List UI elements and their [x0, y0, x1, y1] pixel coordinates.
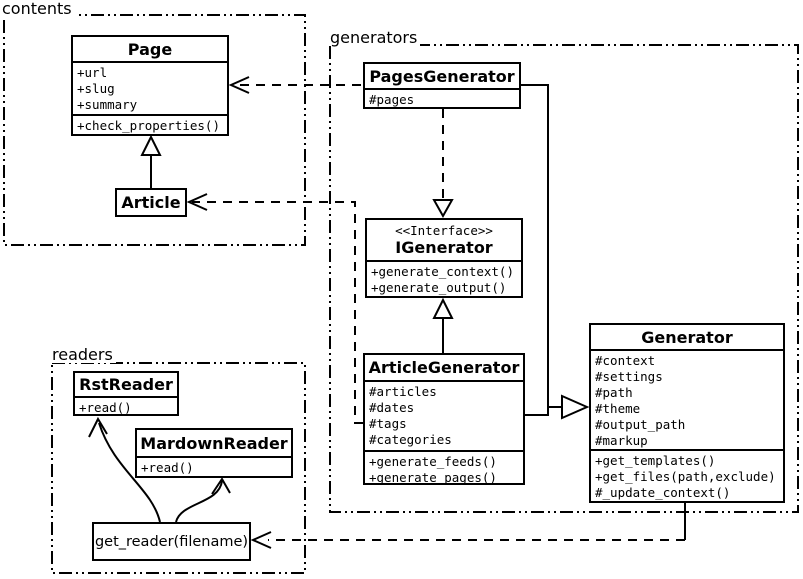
class-generator-attribute: #output_path [595, 417, 686, 432]
class-page-title: Page [73, 37, 227, 63]
class-generator-attribute: #context [595, 353, 656, 368]
class-articlegenerator-attribute: #articles [369, 384, 437, 399]
function-get-reader-label: get_reader(filename) [94, 533, 249, 550]
class-igenerator-stereotype: <<Interface>> [395, 223, 493, 238]
class-generator: Generator #context #settings #path #them… [589, 323, 785, 503]
class-pagesgenerator-title: PagesGenerator [365, 64, 519, 90]
class-generator-attribute: #theme [595, 401, 641, 416]
class-pagesgenerator: PagesGenerator #pages [363, 62, 521, 109]
class-rstreader-method: +read() [79, 400, 132, 414]
getreader-to-rstreader-curve [98, 422, 161, 523]
articlegenerator-to-article-dashed-line [192, 201, 363, 424]
class-articlegenerator-title: ArticleGenerator [365, 355, 523, 382]
class-mardownreader: MardownReader +read() [135, 428, 293, 478]
class-page-attribute: +url [77, 65, 108, 80]
class-igenerator-method: +generate_output() [371, 280, 507, 295]
class-articlegenerator-attribute: #dates [369, 400, 415, 415]
class-articlegenerator: ArticleGenerator #articles #dates #tags … [363, 353, 525, 485]
class-generator-method: +get_templates() [595, 453, 716, 468]
class-articlegenerator-attribute: #categories [369, 432, 452, 447]
class-generator-attribute: #settings [595, 369, 663, 384]
getreader-to-mardownreader-curve [175, 480, 223, 523]
to-generator-triangle-icon [561, 394, 590, 420]
readers-package-label: readers [52, 346, 116, 363]
class-generator-attribute: #markup [595, 433, 648, 448]
class-mardownreader-method: +read() [141, 460, 194, 475]
generator-to-getreader-arrowhead-icon [250, 531, 272, 549]
pagesgenerator-to-page-arrowhead-icon [228, 76, 250, 94]
class-rstreader: RstReader +read() [73, 371, 179, 416]
class-page-attribute: +slug [77, 81, 115, 96]
contents-package-border [3, 14, 306, 246]
pagesgenerator-to-generator-line [521, 84, 562, 408]
class-article-title: Article [121, 193, 181, 212]
class-articlegenerator-attribute: #tags [369, 416, 407, 431]
class-articlegenerator-method: +generate_pages() [369, 470, 497, 483]
class-generator-attribute: #path [595, 385, 633, 400]
class-rstreader-title: RstReader [75, 373, 177, 398]
class-page-attribute: +summary [77, 97, 138, 112]
class-pagesgenerator-attribute: #pages [369, 92, 415, 107]
contents-package-label: contents [2, 0, 75, 17]
class-igenerator-title: IGenerator [395, 238, 493, 257]
function-get-reader: get_reader(filename) [92, 522, 251, 561]
class-page: Page +url +slug +summary +check_properti… [71, 35, 229, 136]
class-page-method: +check_properties() [77, 118, 220, 133]
generators-package-label: generators [330, 29, 421, 46]
class-generator-method: +get_files(path,exclude) [595, 469, 776, 484]
pagesgenerator-to-igenerator-triangle-icon [432, 199, 454, 219]
class-generator-title: Generator [591, 325, 783, 351]
generators-package-border [329, 44, 799, 513]
class-igenerator: <<Interface>> IGenerator +generate_conte… [365, 218, 523, 298]
articlegenerator-to-article-arrowhead-icon [186, 193, 208, 211]
class-generator-method: #_update_context() [595, 485, 731, 500]
class-article: Article [115, 188, 187, 217]
article-to-page-triangle-icon [140, 134, 162, 156]
class-articlegenerator-method: +generate_feeds() [369, 454, 497, 469]
class-igenerator-method: +generate_context() [371, 264, 514, 279]
class-mardownreader-title: MardownReader [137, 430, 291, 458]
getreader-to-rstreader-arrowhead-icon [88, 416, 108, 438]
readers-package-border [51, 362, 306, 574]
getreader-to-mardownreader-arrowhead-icon [211, 477, 231, 495]
articlegenerator-to-igenerator-triangle-icon [432, 297, 454, 319]
